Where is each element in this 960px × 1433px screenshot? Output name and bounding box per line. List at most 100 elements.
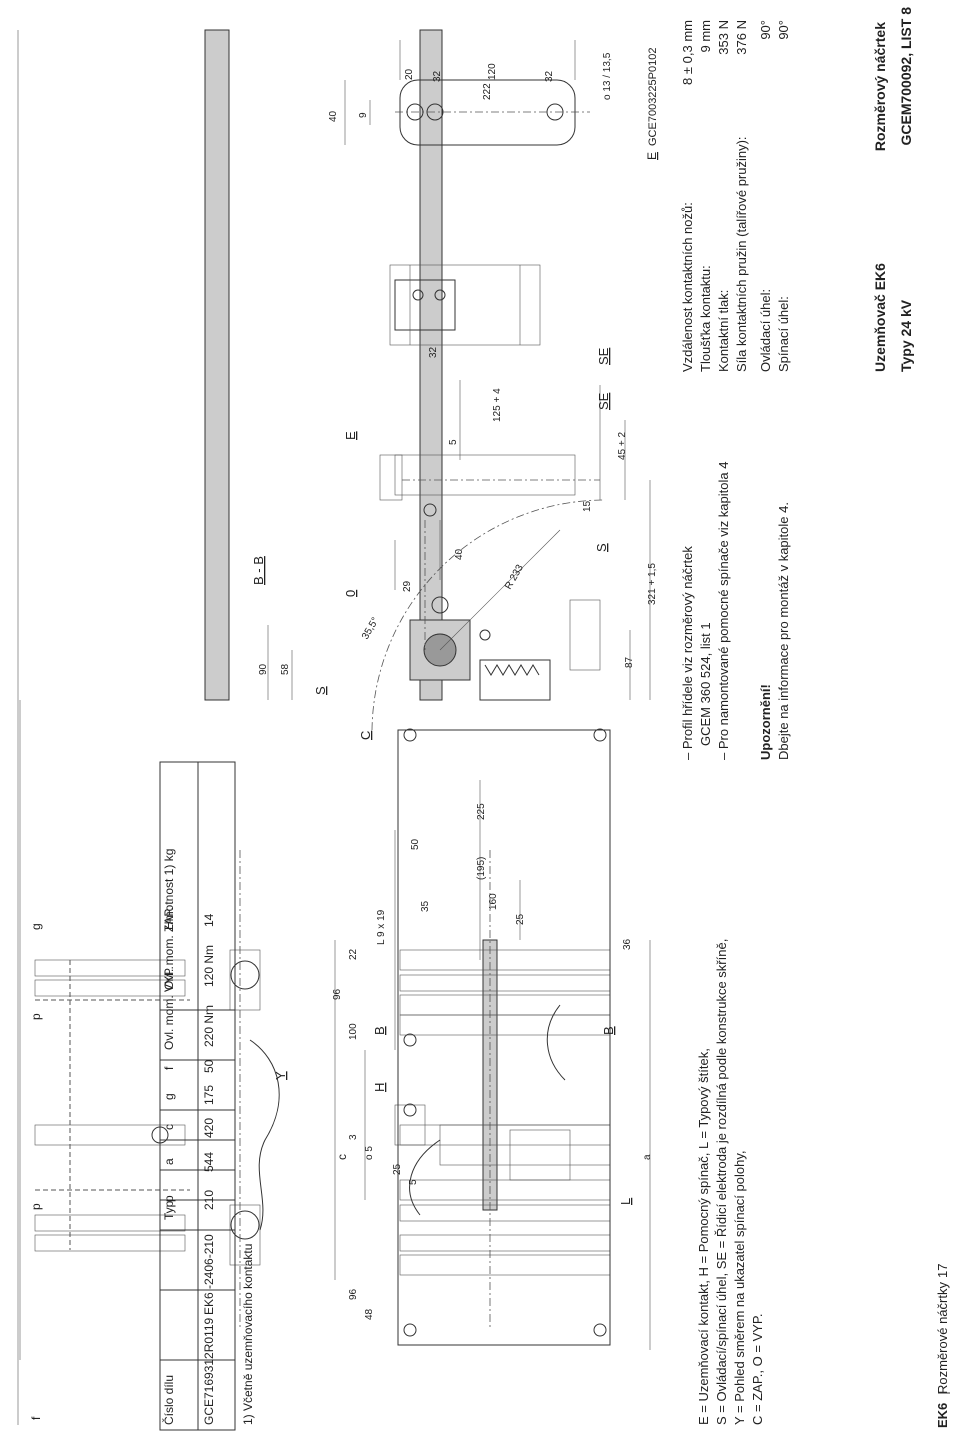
dim-hole: o 13 / 13,5 [602, 52, 613, 100]
table-row: GCE7169312R0119 EK6 -2406-210 210 544 42… [202, 913, 216, 1425]
table-head-type: Typ [162, 1200, 176, 1220]
dim-5a: 5 [408, 1179, 419, 1185]
auxiliary-switch [394, 1104, 426, 1146]
note-1a: – Profil hřídele viz rozměrový náčrtek [680, 546, 695, 760]
table-cell-c: 420 [202, 1118, 216, 1138]
drawing-ref-e: E [645, 152, 659, 160]
lower-shaft [419, 29, 443, 701]
dim-35-5deg: 35,5° [360, 616, 381, 642]
title-code: GCEM700092, LIST 8 [898, 7, 914, 146]
dim-32a: 32 [432, 70, 443, 82]
dim-50: 50 [410, 838, 421, 850]
dim-3: 3 [348, 1134, 359, 1140]
dim-100: 100 [348, 1023, 359, 1040]
dim-g: g [29, 923, 43, 930]
title-type: Typy 24 kV [898, 299, 914, 372]
notes: – Profil hřídele viz rozměrový náčrtek G… [680, 462, 791, 760]
table-cell-a: 544 [202, 1152, 216, 1172]
dim-c: c [335, 1154, 349, 1160]
label-se2: SE [596, 347, 611, 365]
dim-87: 87 [624, 656, 635, 668]
dim-225: 225 [476, 803, 487, 820]
dim-96b: 96 [332, 988, 343, 1000]
section-title: B - B [251, 556, 266, 585]
table-grid [159, 761, 236, 1431]
label-s2: S [594, 543, 609, 552]
dim-40: 40 [454, 548, 465, 560]
spec-value-5: 90° [758, 20, 773, 40]
dim-l9x19: L 9 x 19 [376, 909, 387, 945]
parts-table-header: Číslo dílu Typ p [161, 1200, 176, 1425]
spec-label-6: Spínací úhel: [776, 296, 791, 372]
section-b-b-labels: B - B 90 58 S C 35,5° 0 29 40 R 233 S 87… [251, 346, 658, 740]
spec-label-1: Vzdálenost kontaktních nožů: [680, 202, 695, 372]
pole-1 [34, 1179, 611, 1276]
spec-label-2: Tloušťka kontaktu: [698, 265, 713, 372]
table-footnote: 1) Včetně uzemňovacího kontaktu [241, 1244, 255, 1425]
spec-value-6: 90° [776, 20, 791, 40]
flexible-cable-1 [249, 1039, 280, 1231]
se-detail-drawing [389, 264, 541, 346]
footer-page: 17 [935, 1264, 950, 1278]
label-y: Y [273, 1071, 288, 1080]
dim-222: 222 [482, 83, 493, 100]
label-o: 0 [343, 590, 358, 597]
footer-title: Rozměrové náčrtky [935, 1282, 950, 1394]
spec-value-1: 8 ± 0,3 mm [680, 20, 695, 85]
legend-line-4: C = ZAP., O = VYP. [750, 1313, 765, 1425]
dim-40-bar: 40 [328, 110, 339, 122]
dim-5b: 5 [448, 439, 459, 445]
title-block: Uzemňovač EK6 Rozměrový náčrtek Typy 24 … [872, 7, 914, 372]
legend-line-3: Y = Pohled směrem na ukazatel spínací po… [732, 1151, 747, 1426]
table-head-torque-off: Ovl. mom. VYP. [162, 966, 176, 1050]
dim-o5: o 5 [364, 1146, 375, 1160]
switching-arc [371, 499, 606, 731]
dim-45: 45 + 2 [617, 431, 628, 460]
dim-p2: p [29, 1013, 43, 1020]
table-cell-f: 50 [202, 1059, 216, 1073]
footer-section: EK6 [935, 1403, 950, 1428]
dim-29: 29 [402, 580, 413, 592]
pole-2 [34, 1124, 611, 1166]
legend-line-1: E = Uzemňovací kontakt, H = Pomocný spín… [696, 1048, 711, 1425]
warning-text: Dbejte na informace pro montáž v kapitol… [776, 502, 791, 760]
label-h: H [372, 1083, 387, 1092]
flexible-cable-2 [409, 1139, 441, 1216]
label-c: C [358, 731, 373, 740]
table-cell-part: GCE7169312R0119 [202, 1317, 216, 1425]
dim-25a: 25 [392, 1163, 403, 1175]
dim-p1: p [29, 1203, 43, 1210]
table-head-p2: p [162, 1195, 176, 1202]
note-1b: GCEM 360 524, list 1 [698, 622, 713, 746]
dim-90: 90 [258, 663, 269, 675]
dim-96a: 96 [348, 1288, 359, 1300]
warning-title: Upozornění! [758, 684, 773, 760]
base-frame [397, 729, 611, 1346]
spec-label-5: Ovládací úhel: [758, 289, 773, 372]
front-view-drawing [17, 29, 651, 1425]
label-s1: S [313, 686, 328, 695]
table-head-weight: Hmotnost 1) kg [162, 849, 176, 930]
note-2: – Pro namontované pomocné spínače viz ka… [716, 462, 731, 760]
main-shaft [204, 29, 230, 701]
label-l: L [618, 1198, 633, 1205]
title-product: Uzemňovač EK6 [872, 263, 888, 372]
flexible-cable-3 [546, 1004, 566, 1081]
spec-label-3: Kontaktní tlak: [716, 290, 731, 372]
specs: Vzdálenost kontaktních nožů: 8 ± 0,3 mm … [680, 20, 791, 372]
dim-22: 22 [348, 948, 359, 960]
table-cell-p: 210 [202, 1190, 216, 1210]
table-head-g: g [162, 1093, 176, 1100]
table-head-a: a [162, 1158, 176, 1165]
drawing-reference: E GCE7003225P0102 [645, 48, 659, 160]
label-e: E [343, 431, 358, 440]
dim-32b: 32 [544, 70, 555, 82]
spec-value-2: 9 mm [698, 20, 713, 53]
dim-160: 160 [488, 893, 499, 910]
dim-125: 125 + 4 [492, 388, 503, 422]
dim-195: (195) [476, 857, 487, 880]
table-cell-torque-off: 220 Nm [202, 1005, 216, 1047]
table-head-torque-on: Ovl. mom. ZAP. [162, 907, 176, 990]
